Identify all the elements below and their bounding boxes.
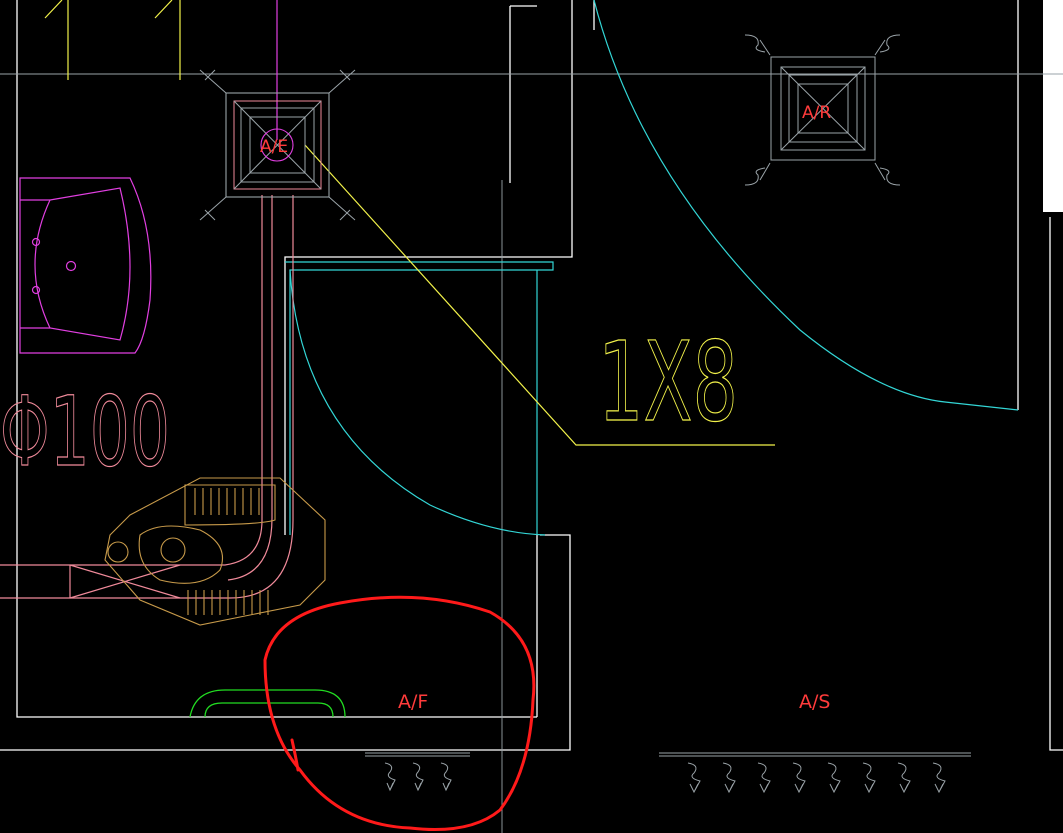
vent-as-arrow-5 <box>827 762 841 794</box>
duct-run-vertical-inner <box>227 195 273 581</box>
door-leaf-outline <box>285 261 554 535</box>
diffuser-ae <box>199 69 356 221</box>
vent-as-arrow-2 <box>722 762 736 794</box>
left-room-inner-outline <box>16 0 537 718</box>
toilet-fixture <box>104 477 326 626</box>
toilet-seat-hinge-1 <box>107 541 129 563</box>
reference-lines <box>0 73 1063 833</box>
diffuser-ar-arrows <box>744 34 901 186</box>
door-swing-arc-left <box>289 269 546 536</box>
toilet-bowl <box>138 525 224 584</box>
diffuser-ar-ring-3 <box>797 83 849 134</box>
toilet-outline <box>104 477 326 626</box>
basin-tap-1 <box>31 237 41 247</box>
red-markup-circle <box>263 595 536 832</box>
yellow-lines <box>44 0 775 446</box>
diffuser-ae-rings-1 <box>233 100 322 190</box>
toilet-tank <box>184 484 276 526</box>
vent-as-arrow-3 <box>757 762 771 794</box>
bottom-as-label: A/S <box>799 691 830 713</box>
diffuser-ae-rings-3 <box>249 116 306 174</box>
diffuser-ae-neck <box>260 128 294 162</box>
diffuser-ar-ring-1 <box>780 66 866 151</box>
diffuser-ar-frame <box>770 56 876 161</box>
diffuser-ae-frame <box>225 92 330 198</box>
bottom-af-label: A/F <box>398 691 428 713</box>
vent-af-arrow-3 <box>440 762 452 792</box>
magenta-fixtures <box>19 0 278 354</box>
walls <box>0 0 1063 751</box>
white-panel-right <box>1043 0 1063 212</box>
vent-as-arrow-1 <box>687 762 701 794</box>
linear-vent-as <box>659 752 971 794</box>
pink-duct <box>0 195 294 599</box>
vent-af-arrow-1 <box>384 762 396 792</box>
wash-basin-bowl <box>34 187 131 341</box>
diffuser-ar-label: A/R <box>802 103 831 123</box>
wash-basin-outline <box>19 177 152 354</box>
vent-as-arrow-4 <box>792 762 806 794</box>
vent-as-arrow-7 <box>897 762 911 794</box>
right-edge-wall <box>1049 217 1063 751</box>
linear-vent-af <box>365 752 470 792</box>
vent-af-arrow-2 <box>412 762 424 792</box>
duct-size-label: 1X8 <box>598 318 738 446</box>
diffuser-ae-arrows <box>199 69 356 221</box>
diffuser-ar-ring-2 <box>788 74 858 143</box>
yellow-hatch-2 <box>154 0 173 19</box>
vent-as-arrow-6 <box>862 762 876 794</box>
diffuser-ae-label: A/E <box>260 137 288 157</box>
toilet-grille-top <box>194 488 260 515</box>
diffuser-ae-rings-2 <box>240 107 315 183</box>
diffuser-ar-diagonals <box>780 66 866 151</box>
diffuser-ar <box>744 34 901 186</box>
green-outer-curve <box>189 689 346 718</box>
door-swings <box>285 0 1019 536</box>
duct-run-outer <box>0 195 294 599</box>
duct-cross-2 <box>69 564 181 599</box>
basin-drain <box>65 260 77 272</box>
vent-as-arrow-8 <box>932 762 946 794</box>
left-room-outer-wall <box>0 534 571 751</box>
yellow-hatch-1 <box>44 0 63 19</box>
leader-line <box>304 144 775 446</box>
vent-as-arrows <box>687 762 946 794</box>
toilet-grille-bottom <box>187 590 269 615</box>
duct-run-vertical <box>0 195 263 566</box>
basin-tap-2 <box>31 285 41 295</box>
diffuser-ae-diagonals <box>233 100 322 190</box>
middle-wall-left <box>284 0 573 535</box>
door-swing-arc-right <box>593 0 1019 411</box>
toilet-seat-hinge-2 <box>160 537 186 563</box>
pipe-diameter-label: Φ100 <box>0 376 170 488</box>
